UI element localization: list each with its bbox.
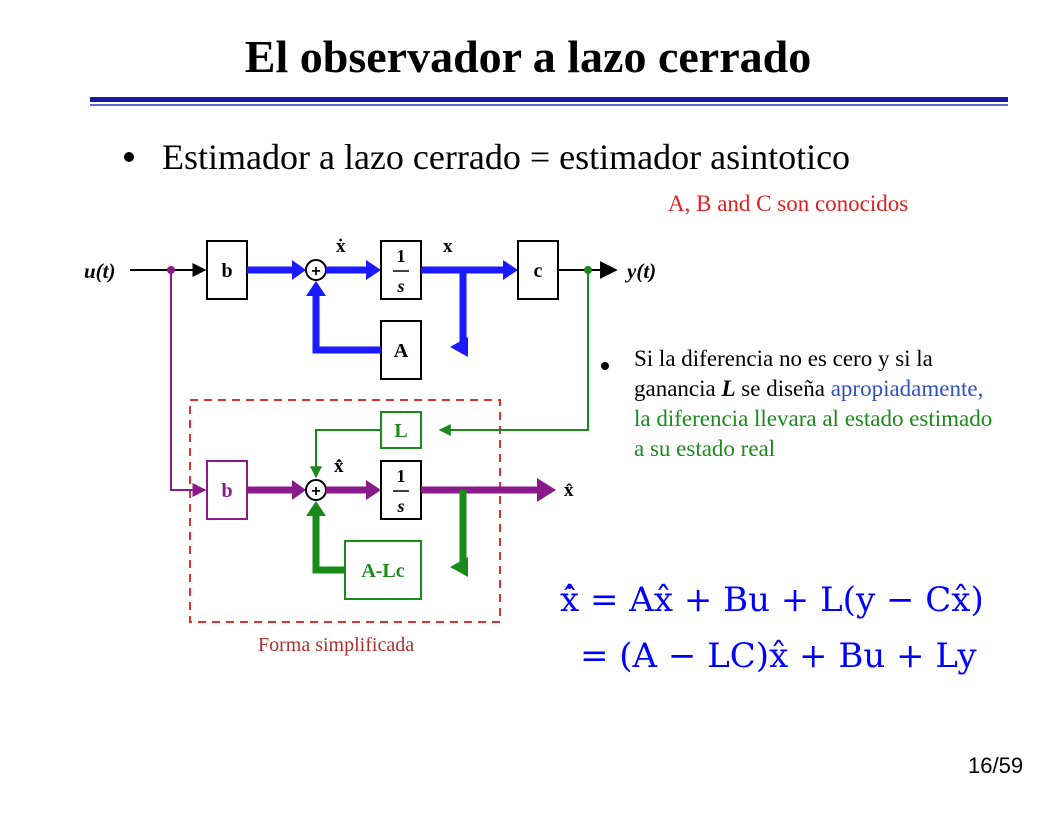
- plant-A-text: A: [394, 340, 409, 362]
- title-underline-thick: [90, 97, 1008, 102]
- diagram-caption: Forma simplificada: [258, 634, 415, 656]
- plant-integrator-num: 1: [397, 246, 406, 266]
- L-to-sum-line: [310, 429, 381, 479]
- obs-L-block: [380, 411, 422, 449]
- page-number: 16/59: [968, 753, 1024, 778]
- observer-equation-2: = (A − LC)x̂ + Bu + Ly: [580, 636, 977, 676]
- side-explanation: Si la diferencia no es cero y si la gana…: [634, 344, 994, 464]
- side-bullet-dot: [601, 362, 609, 370]
- obs-ALc-feedback: [312, 514, 345, 574]
- input-branch-line: [170, 270, 207, 497]
- xdot-label: ẋ: [336, 236, 346, 257]
- observer-equation-1: x̂̇ = Ax̂ + Bu + L(y − Cx̂): [560, 580, 984, 620]
- side-text-part1: Si la diferencia no es cero y si la gana…: [634, 346, 933, 401]
- input-label: u(t): [84, 259, 116, 283]
- obs-integrator-num: 1: [397, 466, 406, 486]
- xhat-label: x̂: [564, 480, 574, 501]
- obs-b-block: [206, 460, 248, 520]
- plant-sum-symbol: +: [311, 263, 320, 280]
- output-to-L-line: [438, 270, 589, 436]
- plant-c-text: c: [534, 260, 543, 282]
- side-text-part2: se diseña: [735, 376, 831, 401]
- main-bullet-text: Estimador a lazo cerrado = estimador asi…: [162, 137, 851, 177]
- obs-integrator-den: s: [396, 496, 404, 516]
- slide-title: El observador a lazo cerrado: [244, 31, 812, 82]
- obs-L-text: L: [394, 420, 407, 442]
- output-label: y(t): [624, 259, 656, 283]
- title-underline-thin: [90, 104, 1008, 106]
- plant-A-feedback: [312, 294, 381, 354]
- obs-b-text: b: [221, 480, 232, 502]
- plant-b-text: b: [221, 260, 232, 282]
- x-label: x: [443, 236, 453, 257]
- plant-integrator-block: [380, 240, 422, 300]
- plant-b-block: [206, 240, 248, 300]
- side-text-L: L: [721, 376, 736, 401]
- xhatdot-label: x̂̇: [334, 456, 344, 477]
- bullet-dot: [124, 152, 134, 162]
- side-text-green: la diferencia llevara al estado estimado…: [634, 406, 993, 461]
- observer-region-dashed-box: [189, 399, 501, 623]
- plant-A-block: [380, 320, 422, 380]
- known-matrices-note: A, B and C son conocidos: [668, 191, 909, 216]
- side-text-blue: apropiadamente,: [830, 376, 984, 401]
- plant-integrator-den: s: [396, 276, 404, 296]
- obs-ALc-text: A-Lc: [361, 560, 404, 582]
- obs-sum-symbol: +: [311, 483, 320, 500]
